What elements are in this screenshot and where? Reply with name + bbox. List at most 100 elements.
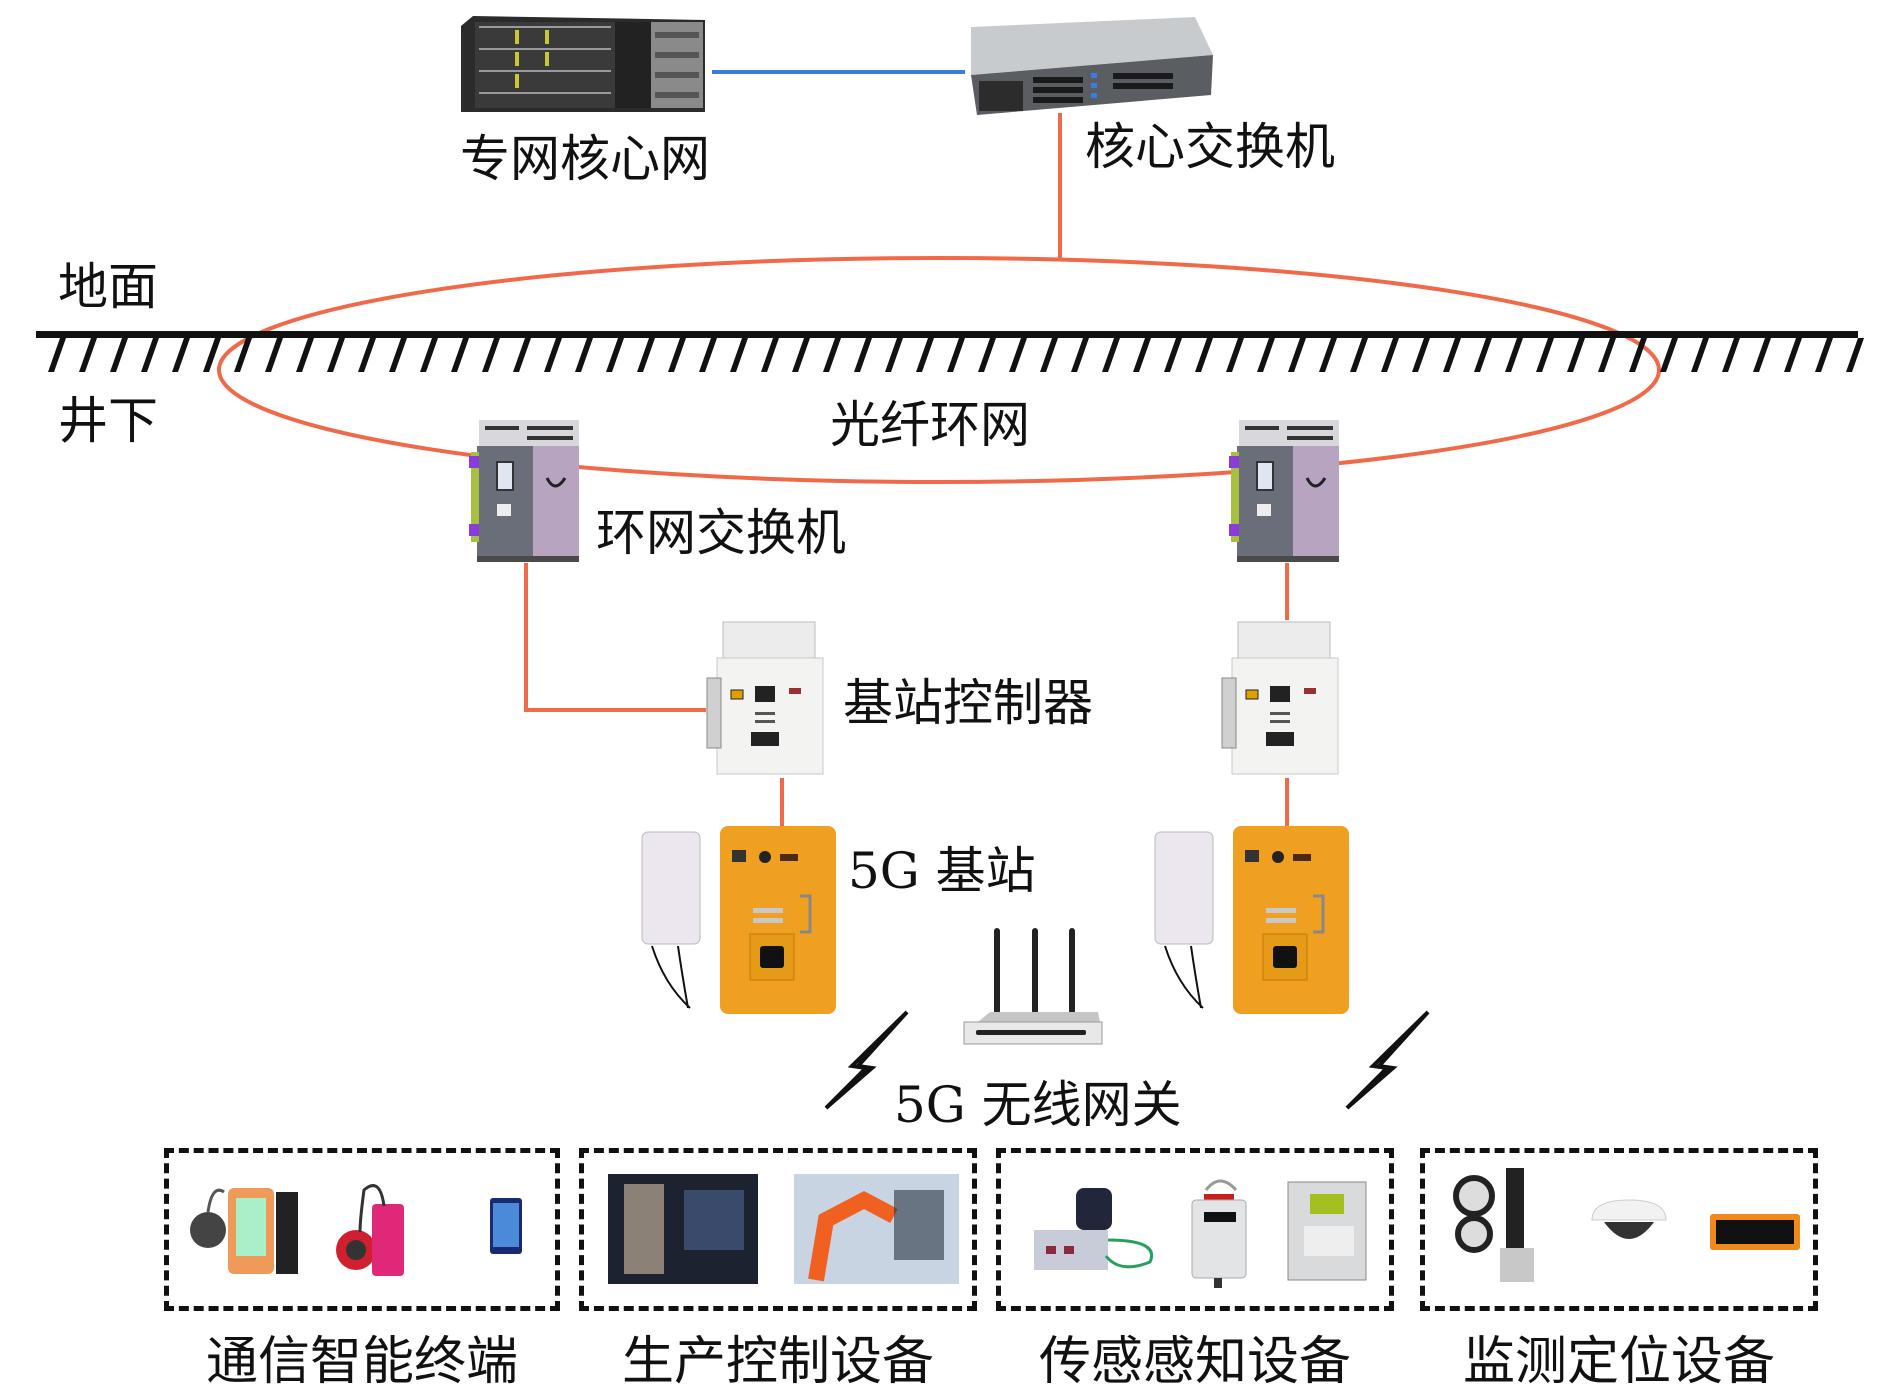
controller-label: 基站控制器 [843, 674, 1093, 732]
core-switch-icon [971, 17, 1213, 115]
group-label-communication-terminals: 通信智能终端 [205, 1332, 518, 1392]
production-control-icons [608, 1174, 959, 1284]
ground-hatch-mark [1257, 338, 1275, 372]
ground-hatch-mark [358, 338, 376, 372]
ground-hatch-mark [79, 338, 97, 372]
underground-zone-label: 井下 [58, 392, 158, 450]
ground-hatch-mark [1691, 338, 1709, 372]
ground-hatch-mark [172, 338, 190, 372]
ground-hatch-mark [1567, 338, 1585, 372]
5g-base-station-icon [641, 826, 836, 1014]
ground-hatch-mark [606, 338, 624, 372]
ground-hatch-mark [1846, 338, 1864, 372]
ground-hatch-mark [296, 338, 314, 372]
ground-hatch-mark [730, 338, 748, 372]
ground-hatch-mark [1536, 338, 1554, 372]
ground-hatch-mark [1753, 338, 1771, 372]
core-switch-label: 核心交换机 [1085, 118, 1335, 176]
ground-hatch-mark [420, 338, 438, 372]
ground-hatch-mark [1784, 338, 1802, 372]
ground-hatch-mark [513, 338, 531, 372]
ground-hatch-mark [1660, 338, 1678, 372]
ground-hatch-mark [1412, 338, 1430, 372]
cap-lamp-icon [336, 1184, 404, 1276]
sensing-devices-icons [1034, 1179, 1367, 1288]
left-switch-to-controller-link [524, 563, 706, 712]
ground-hatch-mark [1722, 338, 1740, 372]
base-station-controller-icon [1221, 621, 1339, 775]
ground-hatch-mark [48, 338, 66, 372]
antenna-icon [1154, 831, 1214, 945]
base-station-controller-icon [706, 621, 824, 775]
ground-hatch-mark [792, 338, 810, 372]
mining-machine-icon [608, 1174, 758, 1284]
surface-zone-label: 地面 [58, 258, 158, 316]
wireless-signal-icon [1345, 1010, 1430, 1110]
ring-switch-label: 环网交换机 [596, 504, 846, 562]
ground-hatch-mark [1288, 338, 1306, 372]
ground-hatch-mark [265, 338, 283, 372]
ground-hatch-mark [110, 338, 128, 372]
ground-hatch-mark [451, 338, 469, 372]
ground-hatch-mark [1133, 338, 1151, 372]
ground-hatch-mark [761, 338, 779, 372]
5g-gateway-router-icon [963, 928, 1103, 1045]
ground-hatch-mark [544, 338, 562, 372]
ground-hatch-mark [1815, 338, 1833, 372]
ground-hatch-mark [575, 338, 593, 372]
industrial-robot-icon [794, 1174, 959, 1284]
ground-hatch-mark [885, 338, 903, 372]
ground-hatch-mark [1474, 338, 1492, 372]
ground-hatch-mark [1102, 338, 1120, 372]
gateway-label: 5G 无线网关 [894, 1076, 1182, 1134]
ground-hatch-mark [978, 338, 996, 372]
wireless-signal-icon [824, 1010, 909, 1110]
device-group-box [164, 1148, 560, 1311]
group-label-sensing-devices: 传感感知设备 [1038, 1332, 1351, 1392]
ground-hatch-mark [327, 338, 345, 372]
device-group-box [996, 1148, 1394, 1311]
ground-hatch-mark [1071, 338, 1089, 372]
ptz-camera-icon [1453, 1168, 1534, 1282]
ground-hatch-mark [1443, 338, 1461, 372]
ground-hatch-mark [916, 338, 934, 372]
ground-hatch-mark [389, 338, 407, 372]
ground-hatch-mark [1505, 338, 1523, 372]
ground-hatch-mark [1319, 338, 1337, 372]
ground-hatch-mark [1009, 338, 1027, 372]
ground-hatch-mark [1598, 338, 1616, 372]
ground-line [36, 331, 1864, 372]
ground-hatch-mark [1040, 338, 1058, 372]
monitoring-substation-icon [1287, 1181, 1367, 1281]
monitoring-positioning-icons [1453, 1168, 1800, 1282]
dome-camera-icon [1591, 1199, 1667, 1239]
sensor-station-icon [1034, 1188, 1153, 1270]
ground-hatch-mark [823, 338, 841, 372]
miner-terminal-icon [190, 1188, 298, 1274]
ground-hatch-mark [141, 338, 159, 372]
device-group-box [1420, 1148, 1818, 1311]
core-network-server-icon [461, 16, 705, 112]
group-label-production-control: 生产控制设备 [621, 1332, 934, 1392]
ground-hatch-mark [1226, 338, 1244, 372]
group-label-monitoring-positioning: 监测定位设备 [1462, 1332, 1775, 1392]
antenna-icon [641, 831, 701, 945]
ground-hatch-mark [1350, 338, 1368, 372]
fiber-ring [217, 256, 1661, 484]
ground-hatch-mark [947, 338, 965, 372]
ring-switch-icon [469, 420, 579, 562]
ground-hatch-mark [203, 338, 221, 372]
positioning-beacon-icon [1710, 1214, 1800, 1250]
ground-hatch-mark [234, 338, 252, 372]
core-network-label: 专网核心网 [460, 130, 710, 188]
smartphone-icon [490, 1198, 522, 1254]
ground-hatch-mark [1629, 338, 1647, 372]
ground-hatch-mark [854, 338, 872, 372]
ground-hatch-mark [668, 338, 686, 372]
ground-hatch-mark [1381, 338, 1399, 372]
ground-hatch-mark [637, 338, 655, 372]
methane-detector-icon [1191, 1179, 1247, 1288]
5g-base-station-icon [1154, 826, 1349, 1014]
ground-hatch-mark [699, 338, 717, 372]
